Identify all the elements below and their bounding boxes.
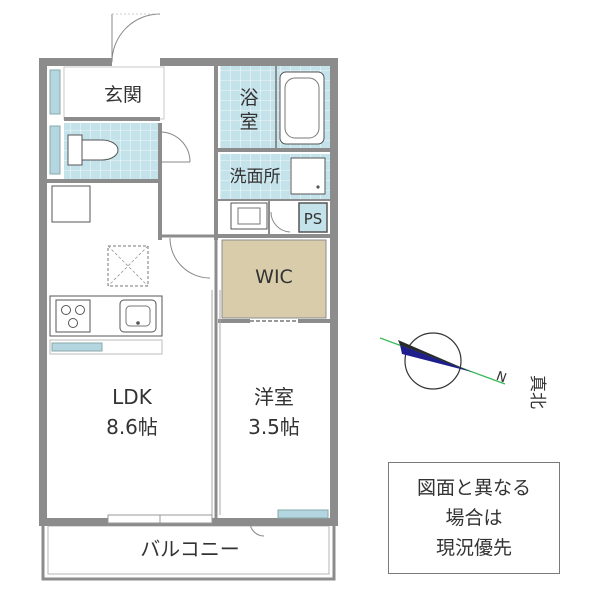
label-bath-top: 浴: [239, 87, 258, 109]
entrance-door: [111, 13, 161, 67]
stove: [55, 299, 91, 333]
compass: N 真北: [379, 332, 547, 409]
bathroom: [218, 66, 330, 152]
ldk-door: [158, 182, 216, 279]
window-kitchen: [51, 342, 103, 352]
notice-line-2: 場合は: [445, 507, 503, 529]
ceiling-hatch: [107, 245, 149, 287]
washroom: [218, 154, 330, 235]
label-ldk-size: 8.6帖: [106, 415, 158, 439]
label-western-name: 洋室: [254, 385, 294, 409]
notice-box: 図面と異なる 場合は 現況優先: [388, 462, 560, 574]
balcony-windows: [107, 509, 329, 537]
kitchen-counter: [49, 295, 163, 355]
window-left-mid: [49, 125, 61, 175]
label-bath-bottom: 室: [239, 111, 258, 133]
washing-machine: [290, 157, 326, 195]
compass-north-label: N: [494, 369, 508, 386]
sink: [119, 299, 157, 333]
label-wic: WIC: [255, 266, 293, 288]
notice-line-3: 現況優先: [435, 537, 512, 559]
walk-in-closet: [216, 234, 330, 323]
compass-direction-label: 真北: [527, 375, 547, 409]
label-western-size: 3.5帖: [248, 415, 300, 439]
toilet-tank: [67, 134, 83, 166]
label-balcony: バルコニー: [140, 537, 240, 561]
label-genkan: 玄関: [104, 84, 142, 106]
notice-line-1: 図面と異なる: [416, 477, 531, 499]
pipe-space: [298, 202, 328, 233]
label-ldk-name: LDK: [112, 385, 153, 409]
label-washroom: 洗面所: [230, 167, 281, 187]
toilet-bowl: [81, 139, 119, 161]
toilet-room: [47, 123, 191, 183]
genkan-area: [63, 66, 165, 121]
partition-wall: [211, 240, 221, 520]
label-ps: PS: [304, 210, 323, 228]
window-left-top: [49, 69, 61, 115]
refrigerator-space: [51, 185, 91, 223]
